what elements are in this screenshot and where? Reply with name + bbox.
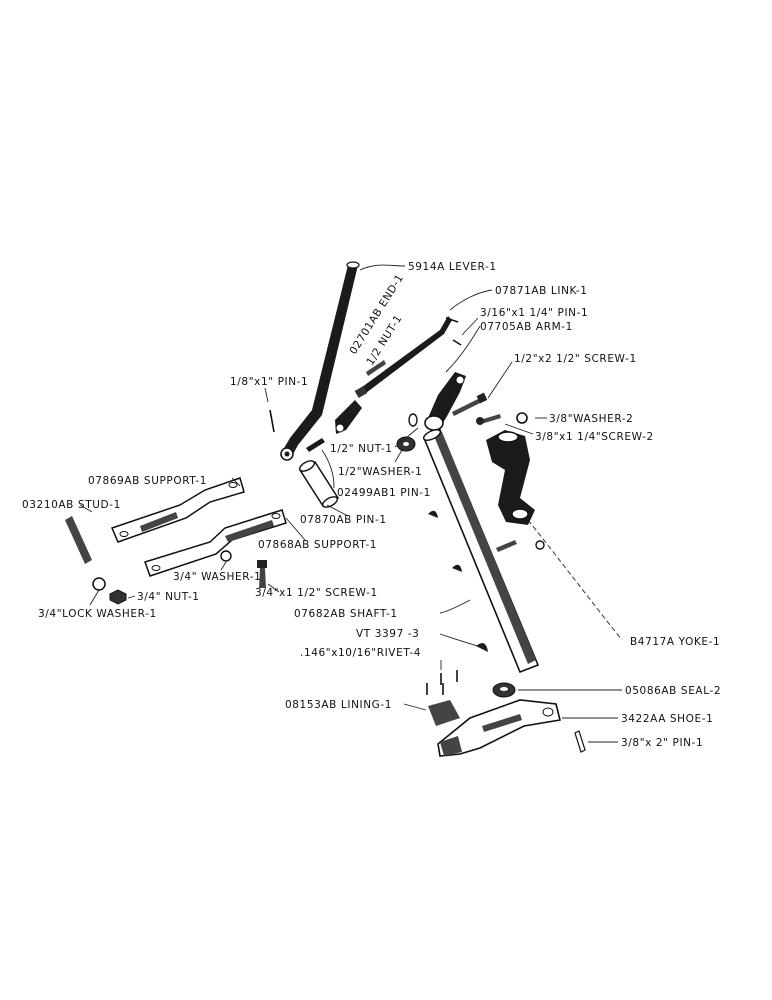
leader-pin-316 <box>461 317 479 336</box>
rivet-part <box>426 670 458 695</box>
support-07869-part <box>110 477 245 543</box>
label-lock-washer: 3/4"LOCK WASHER-1 <box>38 608 157 620</box>
pin-18-part <box>269 409 275 433</box>
leader-pin-18 <box>264 387 269 403</box>
leader-lock-washer <box>89 589 100 606</box>
lock-washer-part <box>92 577 106 591</box>
label-nut-34: 3/4" NUT-1 <box>137 591 200 603</box>
leader-pin-02499 <box>321 449 335 489</box>
label-support-07868: 07868AB SUPPORT-1 <box>258 539 377 551</box>
label-screw-38: 3/8"x1 1/4"SCREW-2 <box>535 431 654 443</box>
link-part <box>358 316 459 396</box>
leader-washer-34 <box>220 561 227 571</box>
label-vt: VT 3397 -3 <box>356 628 419 640</box>
label-support-07869: 07869AB SUPPORT-1 <box>88 475 207 487</box>
leader-arm <box>445 325 481 373</box>
leader-screw-38 <box>504 423 534 435</box>
leader-lining <box>403 703 427 711</box>
screw-half-part <box>452 392 488 416</box>
leader-washer-half <box>394 449 403 463</box>
key-part <box>428 510 488 652</box>
label-link: 07871AB LINK-1 <box>495 285 588 297</box>
label-half-washer: 1/2"WASHER-1 <box>338 466 422 478</box>
leader-lever <box>359 264 406 271</box>
pin-07870-part <box>298 460 340 508</box>
leader-link <box>449 289 493 311</box>
label-screw-half: 1/2"x2 1/2" SCREW-1 <box>514 353 637 365</box>
leader-nut-34 <box>127 595 136 599</box>
shaft-part <box>422 428 540 674</box>
stud-part <box>65 516 92 564</box>
seal-part <box>492 682 516 698</box>
pin-02499-part <box>306 438 325 452</box>
nut-34-part <box>109 589 127 605</box>
label-seal: 05086AB SEAL-2 <box>625 685 721 697</box>
washer-38-part <box>516 412 528 424</box>
label-arm: 07705AB ARM-1 <box>480 321 573 333</box>
support-07868-part <box>144 509 287 577</box>
label-lining: 08153AB LINING-1 <box>285 699 392 711</box>
label-pin-07870: 07870AB PIN-1 <box>300 514 387 526</box>
pin-316-part <box>452 339 462 346</box>
label-shaft: 07682AB SHAFT-1 <box>294 608 398 620</box>
label-yoke: B4717A YOKE-1 <box>630 636 720 648</box>
pin-2-part <box>574 730 586 753</box>
yoke-part <box>486 430 545 552</box>
washer-half-part <box>396 436 416 452</box>
leader-stud <box>79 504 93 513</box>
label-pin-02499: 02499AB1 PIN-1 <box>337 487 431 499</box>
leader-nut-half <box>394 427 419 448</box>
arm-part <box>424 372 466 434</box>
leader-screw-half <box>487 361 513 399</box>
label-rivet: .146"x10/16"RIVET-4 <box>300 647 421 659</box>
shoe-part <box>437 699 561 757</box>
washer-34-part <box>220 550 232 562</box>
leader-support-07868 <box>285 517 306 541</box>
leader-yoke <box>527 519 623 641</box>
screw-38-part <box>476 414 501 425</box>
lining-part <box>428 700 460 726</box>
label-screw-34: 3/4"x1 1/2" SCREW-1 <box>255 587 378 599</box>
leader-support-07869 <box>231 477 241 487</box>
label-stud: 03210AB STUD-1 <box>22 499 121 511</box>
label-half-nut-b: 1/2" NUT-1 <box>330 443 393 455</box>
leader-pin-07870 <box>326 504 349 517</box>
leader-screw-34 <box>267 583 280 593</box>
label-pin-2: 3/8"x 2" PIN-1 <box>621 737 703 749</box>
label-washer-34: 3/4" WASHER-1 <box>173 571 261 583</box>
label-washer-38: 3/8"WASHER-2 <box>549 413 633 425</box>
label-lever: 5914A LEVER-1 <box>408 261 497 273</box>
end-part <box>335 386 368 434</box>
lever-part <box>280 261 360 461</box>
leader-vt <box>439 633 479 647</box>
label-pin-316: 3/16"x1 1/4" PIN-1 <box>480 307 588 319</box>
screw-34-part <box>257 560 267 588</box>
label-pin-18: 1/8"x1" PIN-1 <box>230 376 308 388</box>
nut-half-part <box>408 413 418 427</box>
label-shoe: 3422AA SHOE-1 <box>621 713 713 725</box>
leader-shaft <box>439 599 471 614</box>
